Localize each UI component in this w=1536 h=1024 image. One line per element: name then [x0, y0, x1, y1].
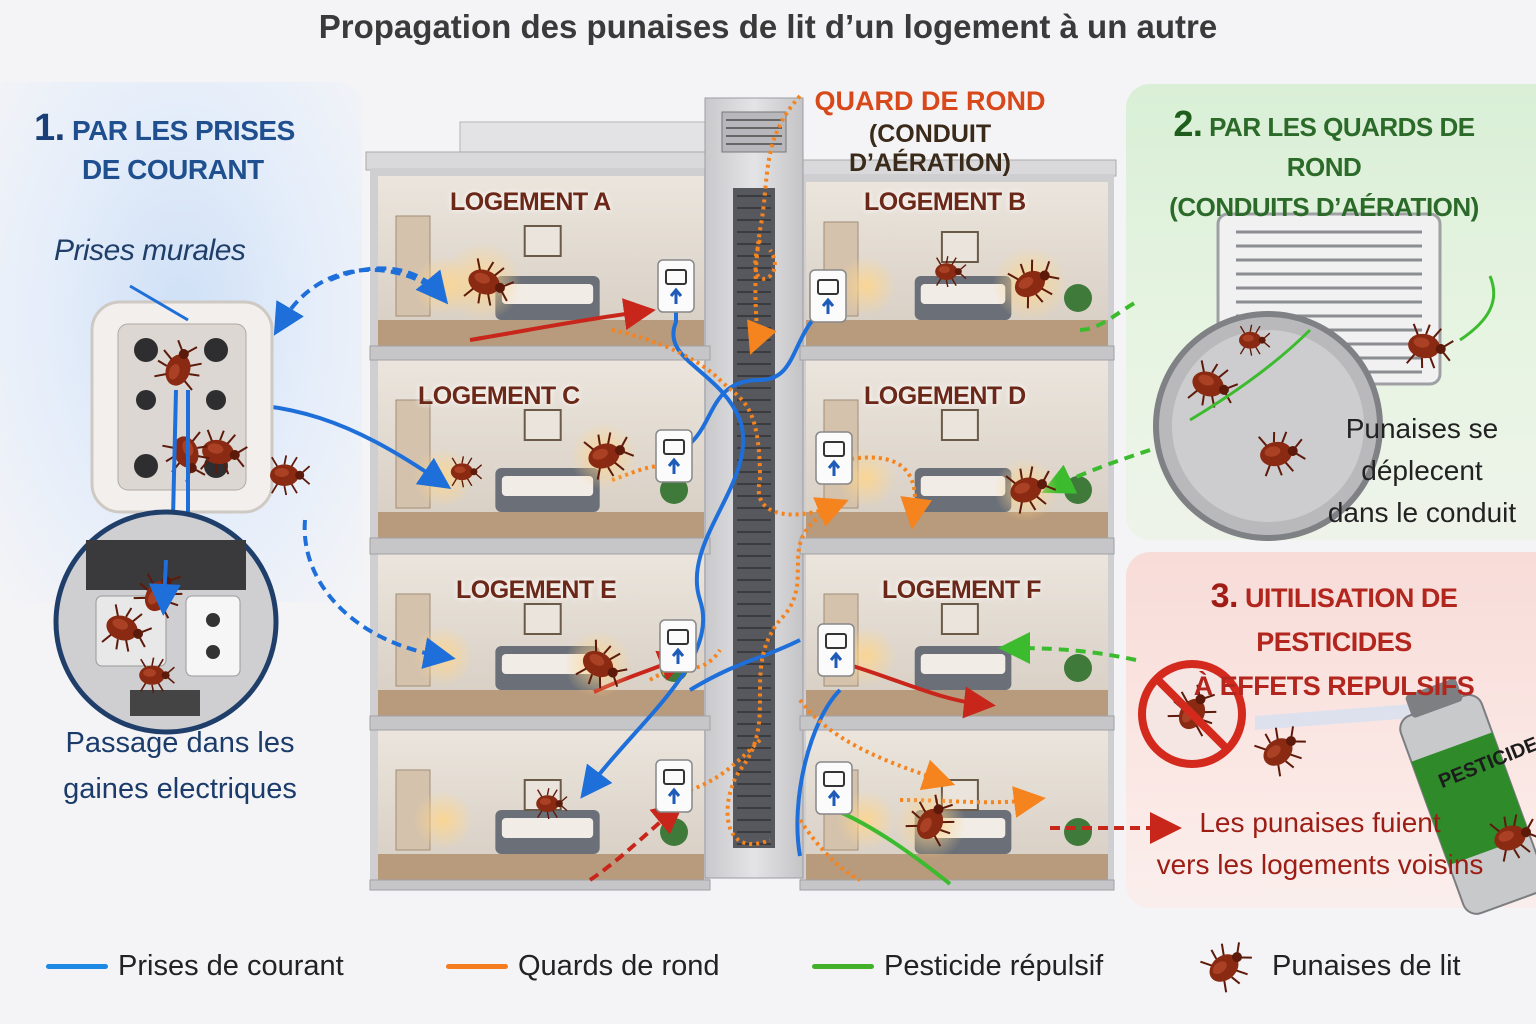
legend-outlets-label: Prises de courant	[118, 949, 344, 982]
outlets-title-line2: DE COURANT	[82, 154, 264, 185]
unit-label-b: LOGEMENT B	[864, 188, 1026, 216]
duct-label: QUARD DE ROND (CONDUIT D’AÉRATION)	[800, 82, 1060, 178]
pesticides-number: 3.	[1210, 577, 1239, 615]
vents-number: 2.	[1173, 103, 1203, 144]
legend-outlets: Prises de courant	[46, 944, 344, 988]
legend-vents-swatch	[446, 963, 508, 969]
outlets-bottom-line1: Passage dans les	[65, 727, 295, 759]
legend-vents: Quards de rond	[446, 944, 720, 988]
vents-title-line1: 2. PAR LES QUARDS DE ROND	[1173, 103, 1475, 183]
outlets-wall-label: Prises murales	[54, 234, 246, 267]
unit-label-a: LOGEMENT A	[450, 188, 611, 216]
pesticides-label: Les punaises fuient vers les logements v…	[1140, 802, 1500, 886]
legend-bedbug-icon	[1196, 932, 1261, 997]
legend-bedbugs-label: Punaises de lit	[1272, 949, 1461, 982]
pesticides-label-line2: vers les logements voisins	[1156, 849, 1484, 880]
unit-label-f: LOGEMENT F	[882, 576, 1041, 604]
vents-title: 2. PAR LES QUARDS DE ROND (CONDUITS D’AÉ…	[1134, 104, 1514, 227]
legend-bedbugs: Punaises de lit	[1272, 944, 1461, 988]
pesticides-title-line1: 3. UITILISATION DE PESTICIDES	[1210, 577, 1458, 657]
pesticides-label-line1: Les punaises fuient	[1199, 807, 1441, 838]
vents-label-line1: Punaises se	[1345, 413, 1499, 444]
outlets-bottom-line2: gaines electriques	[63, 773, 297, 805]
vents-label-line2: déplecent	[1361, 455, 1483, 486]
room-2	[378, 360, 704, 538]
duct-label-line1: QUARD DE ROND	[814, 86, 1046, 116]
vents-label-line3: dans le conduit	[1327, 497, 1517, 528]
page-title: Propagation des punaises de lit d’un log…	[318, 8, 1218, 45]
room-3	[806, 360, 1108, 538]
duct-label-line2: (CONDUIT D’AÉRATION)	[848, 120, 1012, 177]
outlets-number: 1.	[34, 107, 65, 149]
legend-outlets-swatch	[46, 963, 108, 969]
legend-pesticide: Pesticide répulsif	[812, 944, 1103, 988]
unit-label-c: LOGEMENT C	[418, 382, 580, 410]
unit-label-d: LOGEMENT D	[864, 382, 1026, 410]
outlets-title: 1. PAR LES PRISES	[34, 108, 295, 151]
outlets-bottom-label: Passage dans les gaines electriques	[20, 720, 340, 812]
outlets-title-line1: PAR LES PRISES	[71, 115, 295, 146]
unit-label-e: LOGEMENT E	[456, 576, 617, 604]
legend-pesticide-label: Pesticide répulsif	[884, 949, 1104, 982]
legend-vents-label: Quards de rond	[518, 949, 720, 982]
room-4	[378, 554, 704, 716]
legend-pesticide-swatch	[812, 963, 874, 969]
pesticides-title: 3. UITILISATION DE PESTICIDES À EFFETS R…	[1134, 574, 1534, 708]
vents-title-line2: (CONDUITS D’AÉRATION)	[1169, 192, 1479, 222]
pesticides-title-line2: À EFFETS REPULSIFS	[1193, 671, 1475, 701]
vents-label: Punaises se déplecent dans le conduit	[1312, 408, 1532, 534]
